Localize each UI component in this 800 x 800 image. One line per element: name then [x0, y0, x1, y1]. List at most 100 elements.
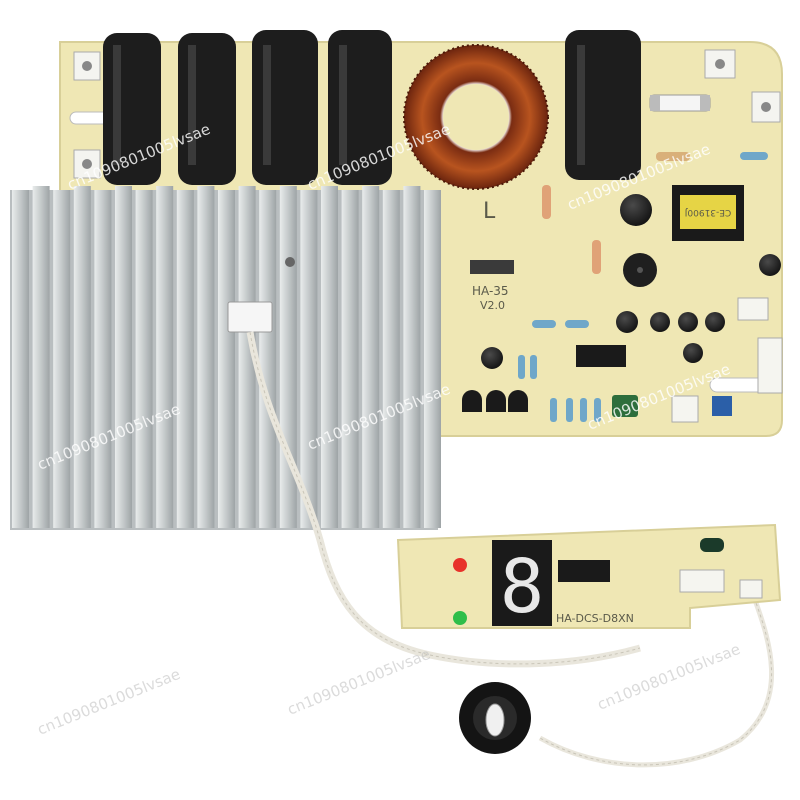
main-board: L CE-31900J	[59, 30, 783, 437]
heatsink-fin	[321, 186, 338, 528]
connector	[737, 297, 769, 321]
electrolytic-capacitor	[683, 343, 703, 363]
mounting-hole	[761, 102, 771, 112]
resistor	[580, 398, 587, 422]
coil-core-hole	[443, 84, 509, 150]
microcontroller-ic	[576, 345, 626, 367]
display-board-model-label: HA-DCS-D8XN	[556, 612, 634, 625]
resistor	[594, 398, 601, 422]
diode	[700, 538, 724, 552]
heatsink-fin	[403, 186, 421, 528]
coil-wire-texture	[403, 44, 549, 190]
resistor	[592, 240, 601, 274]
heatsink-fin	[12, 190, 29, 528]
toroidal-coil	[403, 44, 549, 190]
mounting-hole	[715, 59, 725, 69]
film-capacitor-green	[612, 395, 638, 417]
heatsink-fin	[341, 190, 359, 528]
silk-logo-box	[470, 260, 514, 274]
heatsink-fin	[362, 186, 380, 528]
led-red	[453, 558, 467, 572]
heatsink-fin	[94, 190, 112, 528]
capacitor-highlight	[188, 45, 196, 165]
led-green	[453, 611, 467, 625]
fuse-cap	[700, 95, 710, 111]
fuse-cap	[650, 95, 660, 111]
capacitor-highlight	[339, 45, 347, 165]
coil-mark-label: L	[483, 199, 496, 224]
resistor	[542, 185, 551, 219]
electrolytic-capacitor	[678, 312, 698, 332]
board-version-label: V2.0	[480, 299, 505, 312]
heatsink-fin	[218, 190, 235, 528]
heatsink	[10, 186, 441, 530]
resistor	[530, 355, 537, 379]
connector	[757, 337, 783, 394]
resistor	[518, 355, 525, 379]
mounting-hole	[82, 159, 92, 169]
electrolytic-capacitor	[759, 254, 781, 276]
sensor-connector	[739, 579, 763, 599]
capacitor-highlight	[113, 45, 121, 165]
resistor	[656, 152, 690, 161]
heatsink-fin	[135, 190, 153, 528]
watermark-text: cn1090801005lvsae	[35, 665, 183, 739]
transformer: CE-31900J	[672, 185, 744, 241]
film-capacitor	[178, 33, 236, 185]
board-model-label: HA-35	[472, 284, 509, 298]
temperature-sensor-probe	[459, 682, 531, 754]
resistor	[566, 398, 573, 422]
wire-connector-plug	[227, 301, 273, 333]
transformer-winding	[680, 195, 736, 229]
transformer-label: CE-31900J	[685, 207, 732, 217]
heatsink-fin	[300, 190, 318, 528]
trimmer-potentiometer	[712, 396, 732, 416]
seven-segment-display	[492, 540, 552, 626]
display-board: 8 HA-DCS-D8XN	[396, 523, 782, 630]
capacitor-highlight	[263, 45, 271, 165]
electrolytic-capacitors	[481, 194, 781, 369]
display-driver-ic	[558, 560, 610, 582]
seven-segment-digit: 8	[500, 544, 545, 630]
fuse	[649, 94, 711, 112]
heatsink-screw	[285, 257, 295, 267]
capacitor-highlight	[577, 45, 585, 165]
resistor	[565, 320, 589, 328]
heatsink-fin	[238, 186, 256, 528]
heatsink-fin	[156, 186, 174, 528]
connector	[671, 395, 699, 423]
electrolytic-capacitor	[650, 312, 670, 332]
sensor-glass-bulb	[485, 703, 505, 737]
heatsink-fin	[259, 190, 277, 528]
electrolytic-capacitor	[616, 311, 638, 333]
transistor	[486, 390, 506, 412]
transistor	[462, 390, 482, 412]
heatsink-fin	[53, 190, 71, 528]
sensor-cable-texture	[539, 591, 772, 766]
heatsink-fin	[32, 186, 50, 528]
heatsink-fin	[424, 190, 441, 528]
electrolytic-capacitor	[620, 194, 652, 226]
heatsink-fin	[382, 190, 400, 528]
display-connector	[679, 569, 725, 593]
film-capacitor	[252, 30, 318, 185]
resistor	[740, 152, 768, 160]
transistor	[508, 390, 528, 412]
electrolytic-capacitor	[481, 347, 503, 369]
film-capacitors	[103, 30, 641, 185]
resistors	[518, 152, 768, 422]
watermark-text: cn1090801005lvsae	[285, 645, 433, 719]
electrolytic-capacitor	[705, 312, 725, 332]
buzzer-hole	[637, 267, 643, 273]
heatsink-fin	[176, 190, 194, 528]
heatsink-fin	[115, 186, 132, 528]
resistor	[550, 398, 557, 422]
heatsink-fin	[197, 186, 215, 528]
heatsink-fin	[73, 186, 91, 528]
transistors	[462, 390, 528, 412]
ribbon-cable-texture	[249, 331, 641, 665]
resistor	[532, 320, 556, 328]
film-capacitor-large	[565, 30, 641, 180]
